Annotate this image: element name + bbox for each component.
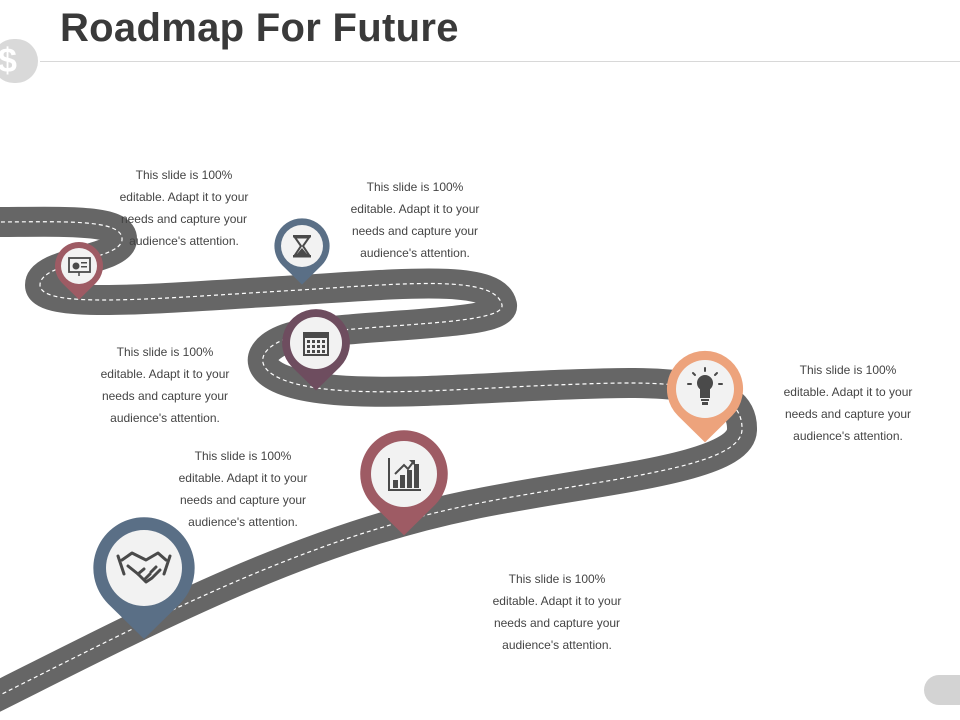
road bbox=[0, 206, 757, 712]
pin-inner bbox=[371, 441, 437, 507]
milestone-pin-6 bbox=[55, 242, 103, 300]
slide-title: Roadmap For Future bbox=[60, 6, 459, 50]
milestone-text-6: This slide is 100% editable. Adapt it to… bbox=[119, 168, 249, 248]
milestone-pin-5 bbox=[274, 218, 330, 285]
milestone-text-3: This slide is 100% editable. Adapt it to… bbox=[783, 363, 913, 443]
dollar-sign-icon: $ bbox=[0, 42, 17, 80]
logo-badge: $ bbox=[0, 39, 38, 83]
pin-inner bbox=[290, 317, 342, 369]
hourglass-icon bbox=[293, 235, 311, 258]
milestone-text-2: This slide is 100% editable. Adapt it to… bbox=[492, 572, 622, 652]
title-divider bbox=[40, 61, 960, 62]
growth-chart-icon bbox=[388, 458, 421, 491]
lightbulb-icon bbox=[687, 367, 723, 405]
milestone-pin-3 bbox=[666, 350, 744, 443]
handshake-icon bbox=[116, 551, 172, 584]
road-center-line bbox=[0, 221, 743, 696]
milestone-text-5: This slide is 100% editable. Adapt it to… bbox=[350, 180, 480, 260]
milestone-text-4: This slide is 100% editable. Adapt it to… bbox=[100, 345, 230, 425]
milestone-text-1: This slide is 100% editable. Adapt it to… bbox=[178, 449, 308, 529]
slide-nav-tab[interactable] bbox=[924, 675, 960, 705]
calendar-icon bbox=[303, 332, 329, 356]
milestone-pin-1 bbox=[93, 517, 195, 639]
presentation-icon bbox=[68, 257, 91, 276]
milestone-pin-4 bbox=[282, 309, 350, 391]
milestone-pin-2 bbox=[360, 430, 448, 536]
